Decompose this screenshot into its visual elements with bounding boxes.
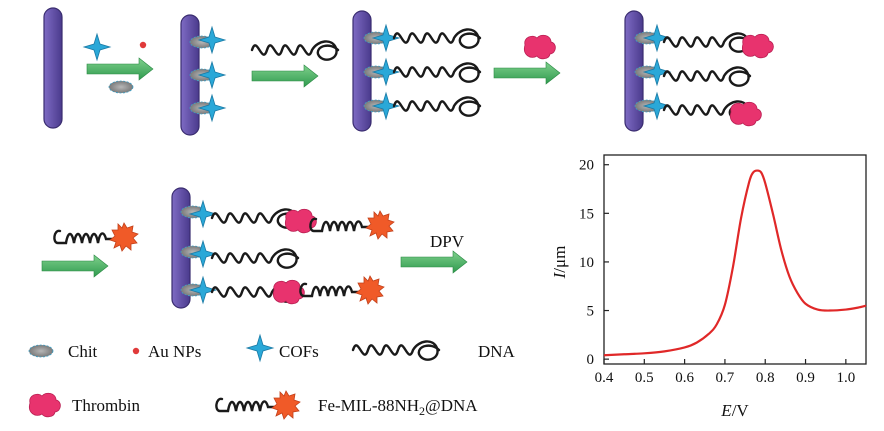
x-axis-ticks: 0.4 0.5 0.6 0.7 0.8 0.9 1.0 <box>595 359 855 386</box>
y-tick-label: 15 <box>579 206 594 222</box>
legend-au-nps: Au NPs <box>148 342 201 361</box>
x-tick-label: 0.8 <box>756 370 775 386</box>
legend-dna: DNA <box>478 342 516 361</box>
y-axis-label: I/μm <box>550 246 569 280</box>
dpv-step: DPV <box>400 232 468 274</box>
x-tick-label: 0.6 <box>675 370 694 386</box>
cof-star-icon <box>246 334 274 362</box>
chit-ellipse-icon <box>108 80 134 94</box>
dna-strand-icon <box>250 40 340 61</box>
fe-mof-probe-icon <box>54 223 138 251</box>
y-tick-label: 5 <box>587 304 595 320</box>
au-np-icon <box>132 347 140 355</box>
x-tick-label: 0.4 <box>595 370 614 386</box>
legend-fe-mof: Fe-MIL-88NH2@DNA <box>318 396 478 418</box>
series-line-0 <box>603 169 867 357</box>
legend-thrombin: Thrombin <box>72 396 140 415</box>
legend-cofs: COFs <box>279 342 319 361</box>
chit-ellipse-icon <box>28 344 54 358</box>
x-tick-label: 0.5 <box>635 370 654 386</box>
arrow-icon <box>493 61 561 85</box>
arrow-icon <box>251 64 319 88</box>
step4-thrombin-bound <box>624 10 774 132</box>
dpv-label: DPV <box>430 232 465 251</box>
y-tick-label: 20 <box>579 158 594 174</box>
x-tick-label: 1.0 <box>836 370 855 386</box>
x-tick-label: 0.7 <box>716 370 735 386</box>
au-np-icon <box>139 41 147 49</box>
arrow-icon <box>400 250 468 274</box>
cof-star-icon <box>83 33 111 61</box>
x-tick-label: 0.9 <box>796 370 815 386</box>
x-axis-label: E/V <box>720 401 749 420</box>
legend: Chit Au NPs COFs DNA Thrombin Fe-MIL-88N… <box>28 334 516 419</box>
y-tick-label: 10 <box>579 255 594 271</box>
dna-strand-icon <box>351 340 441 361</box>
thrombin-icon <box>524 34 556 60</box>
y-tick-label: 0 <box>587 352 595 368</box>
legend-chit: Chit <box>68 342 98 361</box>
step2-modified-electrode <box>180 14 226 136</box>
y-axis-ticks: 0 5 10 15 20 <box>579 158 609 368</box>
dpv-chart: 0.4 0.5 0.6 0.7 0.8 0.9 1.0 0 5 10 15 20 E/V I/μm <box>550 154 867 420</box>
step1-bare-electrode <box>43 7 63 129</box>
thrombin-icon <box>29 392 61 418</box>
step1-reagents <box>83 33 147 94</box>
step5-sandwich-assembly <box>171 187 394 309</box>
step3-dna-immobilized <box>352 10 482 132</box>
fe-mof-probe-icon <box>216 391 300 419</box>
chart-series <box>603 169 867 357</box>
arrow-icon <box>41 254 109 278</box>
arrow-icon <box>86 57 154 81</box>
